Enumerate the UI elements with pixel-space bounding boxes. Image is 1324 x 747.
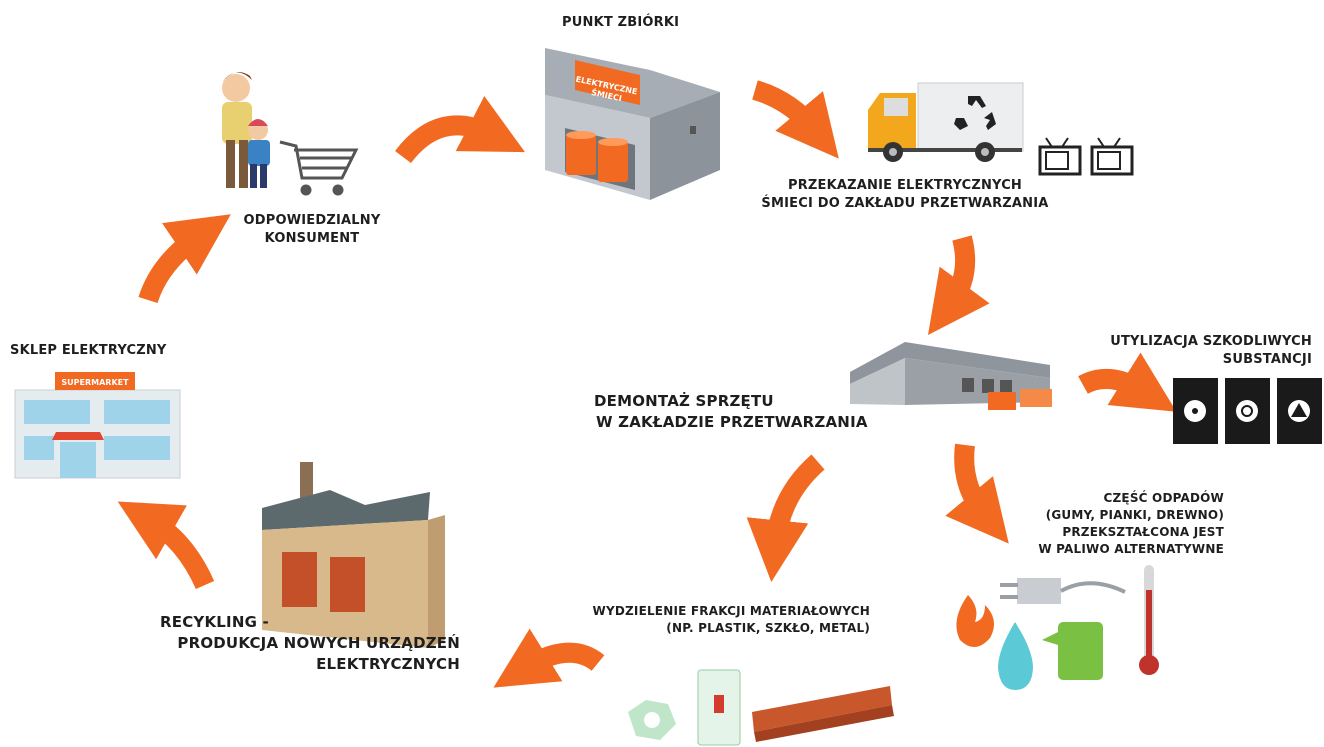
shopping-cart-icon [279, 140, 359, 196]
box-icon [988, 389, 1052, 410]
steel-beam-icon [752, 686, 894, 742]
shop-label: SKLEP ELEKTRYCZNY [10, 343, 167, 358]
arrow-recycling-to-shop [117, 501, 215, 590]
fuel-label-line3: PRZEKSZTAŁCONA JEST [1062, 525, 1224, 539]
transport-label-line2: ŚMIECI DO ZAKŁADU PRZETWARZANIA [761, 196, 1049, 211]
dismantling-label-line2: W ZAKŁADZIE PRZETWARZANIA [596, 413, 868, 431]
arrow-transport-to-plant [928, 235, 990, 336]
supermarket-icon [14, 372, 181, 479]
arrow-consumer-to-collection [395, 96, 526, 164]
consumer-label-line1: ODPOWIEDZIALNY [243, 213, 381, 228]
collection-point-label: PUNKT ZBIÓRKI [562, 15, 680, 30]
recycling-label: RECYKLING - PRODUKCJA NOWYCH URZĄDZEŃ EL… [160, 612, 460, 675]
arrow-plant-to-fuel [945, 443, 1009, 544]
radiation-icon [1184, 400, 1206, 422]
harmful-label-line2: SUBSTANCJI [1222, 352, 1312, 367]
canister-icon [1042, 622, 1103, 680]
tv-icon [1038, 137, 1134, 176]
arrow-collection-to-transport [751, 80, 839, 159]
fuel-label-line4: W PALIWO ALTERNATYWNE [1038, 542, 1224, 556]
bin-icon [566, 131, 628, 182]
truck-icon [868, 82, 1024, 162]
harmful-label-line1: UTYLIZACJA SZKODLIWYCH [1110, 334, 1312, 349]
nut-icon [628, 700, 676, 740]
fuel-label-line1: CZĘŚĆ ODPADÓW [1103, 491, 1224, 505]
dismantling-label-line1: DEMONTAŻ SPRZĘTU [594, 392, 774, 410]
plug-icon [1000, 578, 1126, 604]
factory-icon [262, 462, 445, 648]
transport-label-line1: PRZEKAZANIE ELEKTRYCZNYCH [787, 178, 1023, 193]
separation-label-line2: (NP. PLASTIK, SZKŁO, METAL) [666, 621, 870, 635]
arrow-separation-to-recycling [493, 628, 605, 688]
collection-building-icon [545, 48, 720, 200]
fire-icon [956, 595, 994, 648]
recycling-label-line3: ELEKTRYCZNYCH [316, 655, 460, 673]
recycling-label-line2: PRODUKCJA NOWYCH URZĄDZEŃ [177, 634, 460, 652]
warning-icon [1288, 400, 1310, 422]
recycling-label-line1: RECYKLING - [160, 613, 269, 631]
arrow-plant-to-harmful [1078, 352, 1177, 412]
fuel-label-line2: (GUMY, PIANKI, DREWNO) [1045, 508, 1224, 522]
separation-label: WYDZIELENIE FRAKCJI MATERIAŁOWYCH (NP. P… [520, 603, 870, 637]
separation-label-line1: WYDZIELENIE FRAKCJI MATERIAŁOWYCH [592, 604, 870, 618]
arrow-plant-to-separation [746, 454, 825, 583]
water-drop-icon [998, 622, 1033, 690]
circuit-breaker-icon [697, 669, 741, 746]
fuel-label: CZĘŚĆ ODPADÓW (GUMY, PIANKI, DREWNO) PRZ… [980, 490, 1224, 558]
arrow-shop-to-consumer [138, 214, 231, 304]
transport-label: PRZEKAZANIE ELEKTRYCZNYCH ŚMIECI DO ZAKŁ… [740, 177, 1070, 213]
recycle-icon [954, 96, 996, 130]
consumer-label-line2: KONSUMENT [264, 231, 360, 246]
thermometer-icon [1139, 565, 1159, 675]
consumer-label: ODPOWIEDZIALNY KONSUMENT [222, 212, 402, 248]
biohazard-icon [1236, 400, 1258, 422]
harmful-label: UTYLIZACJA SZKODLIWYCH SUBSTANCJI [1040, 333, 1312, 369]
dismantling-label: DEMONTAŻ SPRZĘTU W ZAKŁADZIE PRZETWARZAN… [594, 391, 868, 433]
consumer-family-icon [222, 72, 270, 188]
